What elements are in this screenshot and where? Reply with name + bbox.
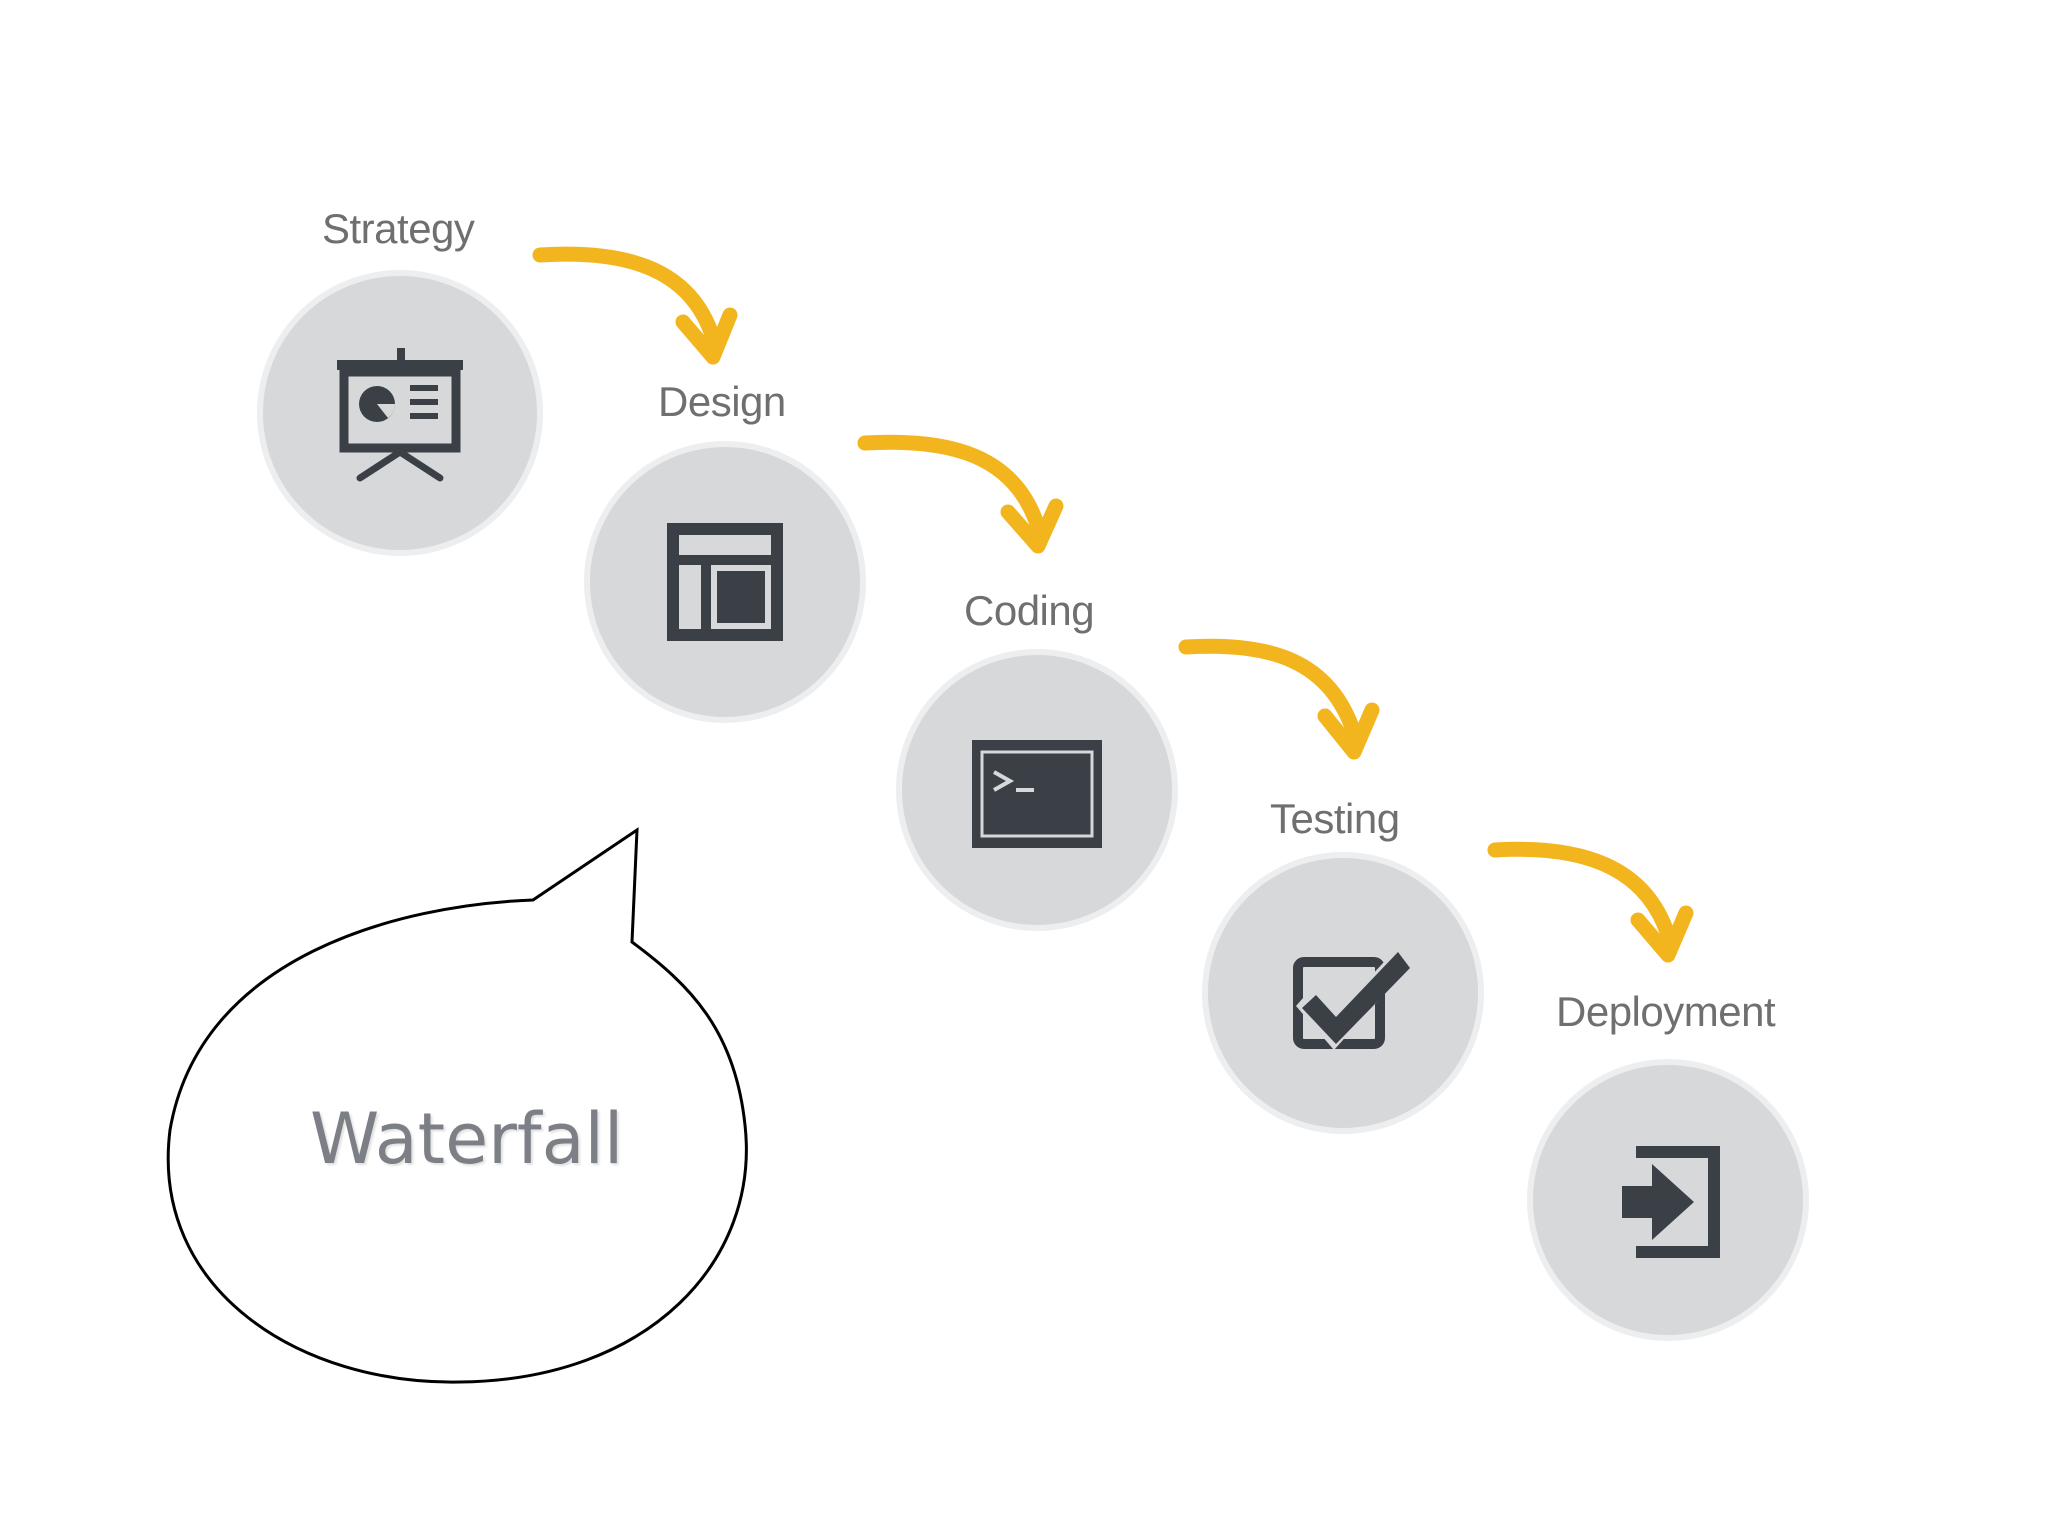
arrow-testing-to-deployment	[1487, 841, 1694, 963]
sign-in-arrow-icon	[1622, 1146, 1720, 1258]
arrow-strategy-to-design	[532, 246, 738, 365]
step-label-testing: Testing	[1270, 795, 1400, 842]
step-circle-testing	[1202, 852, 1484, 1134]
arrow-design-to-coding	[857, 434, 1064, 554]
presentation-board-icon	[337, 348, 463, 482]
step-label-strategy: Strategy	[322, 205, 475, 252]
step-label-coding: Coding	[964, 587, 1095, 634]
checkbox-checked-icon	[1293, 950, 1410, 1050]
arrow-coding-to-testing	[1178, 638, 1380, 760]
speech-bubble	[166, 827, 748, 1384]
bubble-title: Waterfall	[310, 1098, 624, 1180]
step-circle-strategy	[257, 270, 543, 556]
terminal-icon	[972, 740, 1102, 848]
step-label-deployment: Deployment	[1556, 988, 1776, 1035]
step-label-design: Design	[658, 378, 786, 425]
layout-template-icon	[667, 523, 783, 641]
